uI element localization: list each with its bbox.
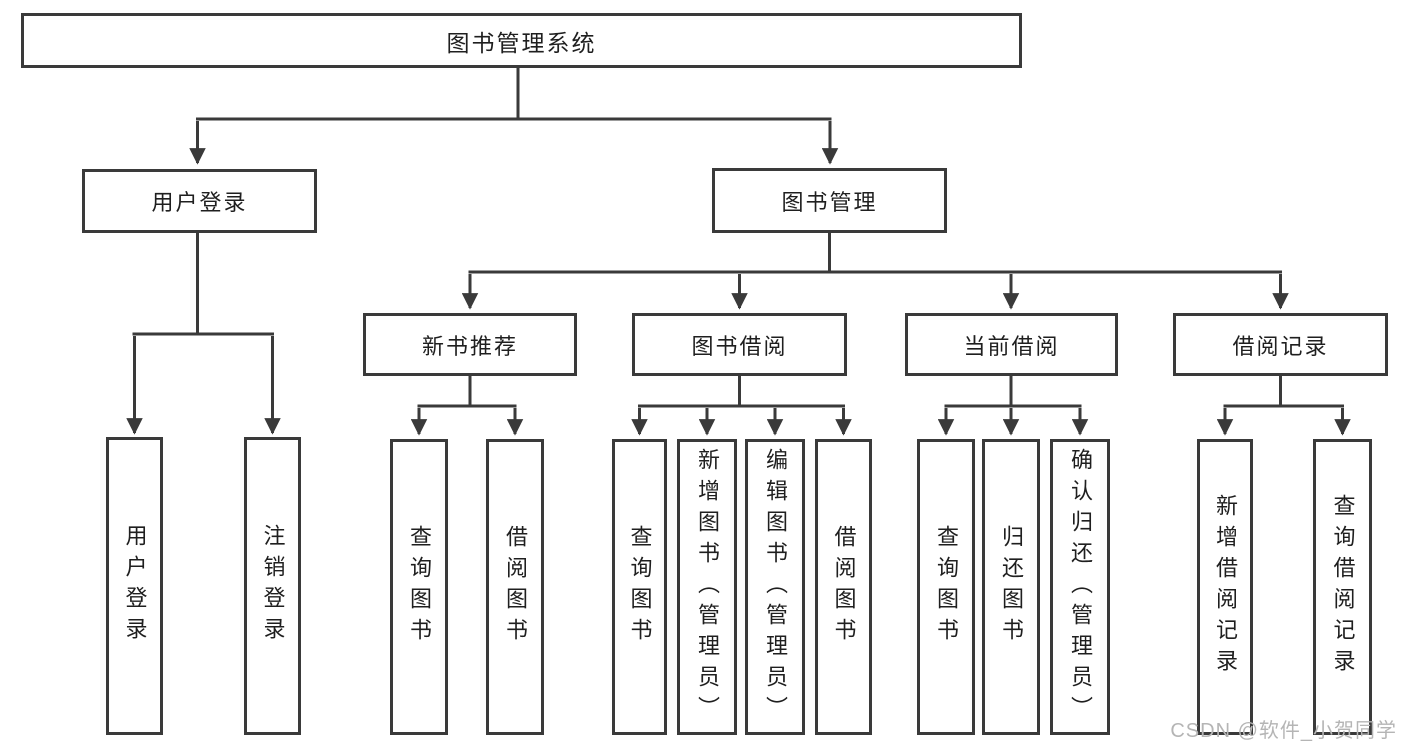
- leaf-records-add-record-label: 新增借阅记录: [1213, 494, 1238, 680]
- node-book-borrow-label: 图书借阅: [691, 333, 788, 359]
- node-current-borrow-label: 当前借阅: [963, 333, 1060, 359]
- leaf-current-query-books: 查询图书: [917, 439, 975, 735]
- leaf-borrow-add-books-admin: 新增图书（管理员）: [677, 439, 737, 735]
- node-book-borrow: 图书借阅: [632, 313, 847, 376]
- leaf-user-login: 用户登录: [106, 437, 163, 735]
- leaf-borrow-add-books-admin-label: 新增图书（管理员）: [695, 447, 720, 727]
- csdn-watermark: CSDN @软件_小贺同学: [1170, 720, 1397, 742]
- node-root: 图书管理系统: [21, 13, 1022, 68]
- leaf-borrow-edit-books-admin-label: 编辑图书（管理员）: [763, 447, 788, 727]
- leaf-recommend-borrow-books-label: 借阅图书: [503, 525, 528, 649]
- leaf-borrow-query-books: 查询图书: [612, 439, 667, 735]
- node-user-login: 用户登录: [82, 169, 317, 233]
- node-borrow-records: 借阅记录: [1173, 313, 1388, 376]
- leaf-recommend-query-books-label: 查询图书: [407, 525, 432, 649]
- leaf-logout: 注销登录: [244, 437, 301, 735]
- leaf-logout-label: 注销登录: [260, 524, 286, 648]
- node-user-login-label: 用户登录: [151, 190, 248, 215]
- leaf-current-confirm-return-admin-label: 确认归还（管理员）: [1068, 447, 1093, 727]
- node-root-label: 图书管理系统: [446, 29, 597, 56]
- leaf-borrow-query-books-label: 查询图书: [627, 525, 653, 649]
- leaf-borrow-edit-books-admin: 编辑图书（管理员）: [745, 439, 805, 735]
- node-book-management: 图书管理: [712, 168, 947, 233]
- node-book-management-label: 图书管理: [781, 189, 878, 215]
- node-current-borrow: 当前借阅: [905, 313, 1118, 376]
- leaf-current-return-books: 归还图书: [982, 439, 1040, 735]
- leaf-records-query-record-label: 查询借阅记录: [1330, 494, 1356, 680]
- leaf-current-return-books-label: 归还图书: [999, 525, 1024, 649]
- node-new-book-recommend: 新书推荐: [363, 313, 577, 376]
- node-new-book-recommend-label: 新书推荐: [421, 333, 518, 359]
- leaf-recommend-borrow-books: 借阅图书: [486, 439, 544, 735]
- leaf-user-login-label: 用户登录: [122, 524, 148, 648]
- leaf-records-add-record: 新增借阅记录: [1197, 439, 1253, 735]
- leaf-current-query-books-label: 查询图书: [934, 525, 959, 649]
- leaf-recommend-query-books: 查询图书: [390, 439, 448, 735]
- node-borrow-records-label: 借阅记录: [1232, 333, 1329, 359]
- leaf-borrow-borrow-books: 借阅图书: [815, 439, 872, 735]
- leaf-records-query-record: 查询借阅记录: [1313, 439, 1372, 735]
- leaf-current-confirm-return-admin: 确认归还（管理员）: [1050, 439, 1110, 735]
- leaf-borrow-borrow-books-label: 借阅图书: [831, 525, 857, 649]
